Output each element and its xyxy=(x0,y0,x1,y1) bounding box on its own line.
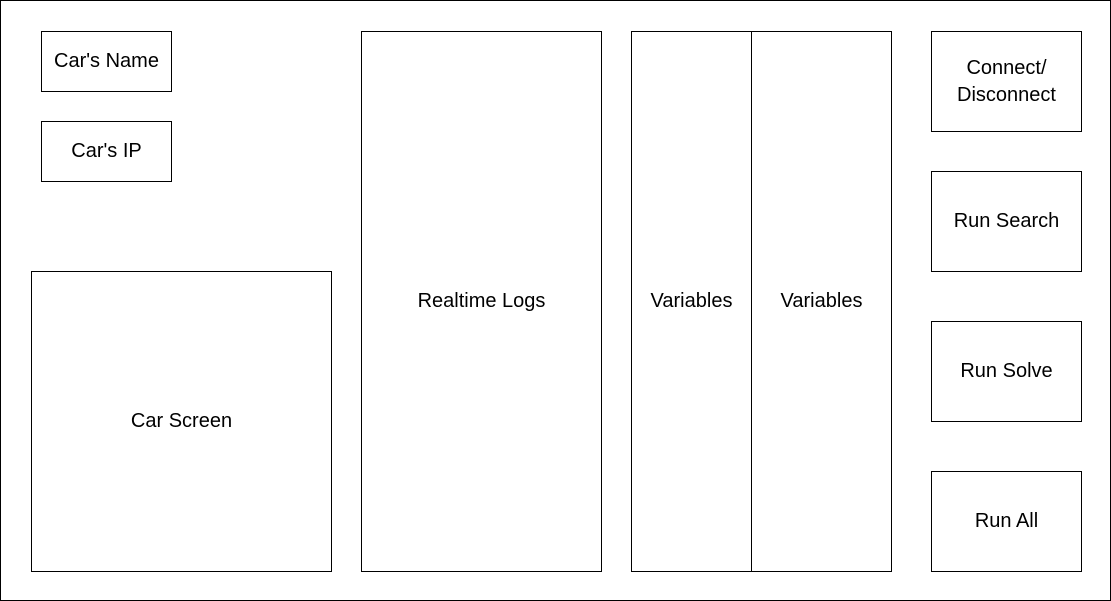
car-screen-label: Car Screen xyxy=(130,410,233,432)
connect-disconnect-button[interactable]: Connect/ Disconnect xyxy=(931,31,1082,132)
run-solve-button[interactable]: Run Solve xyxy=(931,321,1082,422)
variables-label-1: Variables xyxy=(650,290,733,312)
car-screen-panel: Car Screen xyxy=(31,271,332,572)
run-all-label: Run All xyxy=(974,510,1039,532)
realtime-logs-panel[interactable]: Realtime Logs xyxy=(361,31,602,572)
run-search-label: Run Search xyxy=(953,210,1060,232)
run-all-button[interactable]: Run All xyxy=(931,471,1082,572)
variables-panel-2[interactable]: Variables xyxy=(751,31,892,572)
run-search-button[interactable]: Run Search xyxy=(931,171,1082,272)
car-name-field[interactable]: Car's Name xyxy=(41,31,172,92)
realtime-logs-label: Realtime Logs xyxy=(417,290,546,312)
car-ip-label: Car's IP xyxy=(71,140,142,162)
connect-disconnect-label: Connect/ Disconnect xyxy=(957,56,1056,106)
variables-label-2: Variables xyxy=(780,290,863,312)
car-name-label: Car's Name xyxy=(54,50,159,72)
run-solve-label: Run Solve xyxy=(960,360,1053,382)
variables-panel-1[interactable]: Variables xyxy=(631,31,752,572)
car-ip-field[interactable]: Car's IP xyxy=(41,121,172,182)
